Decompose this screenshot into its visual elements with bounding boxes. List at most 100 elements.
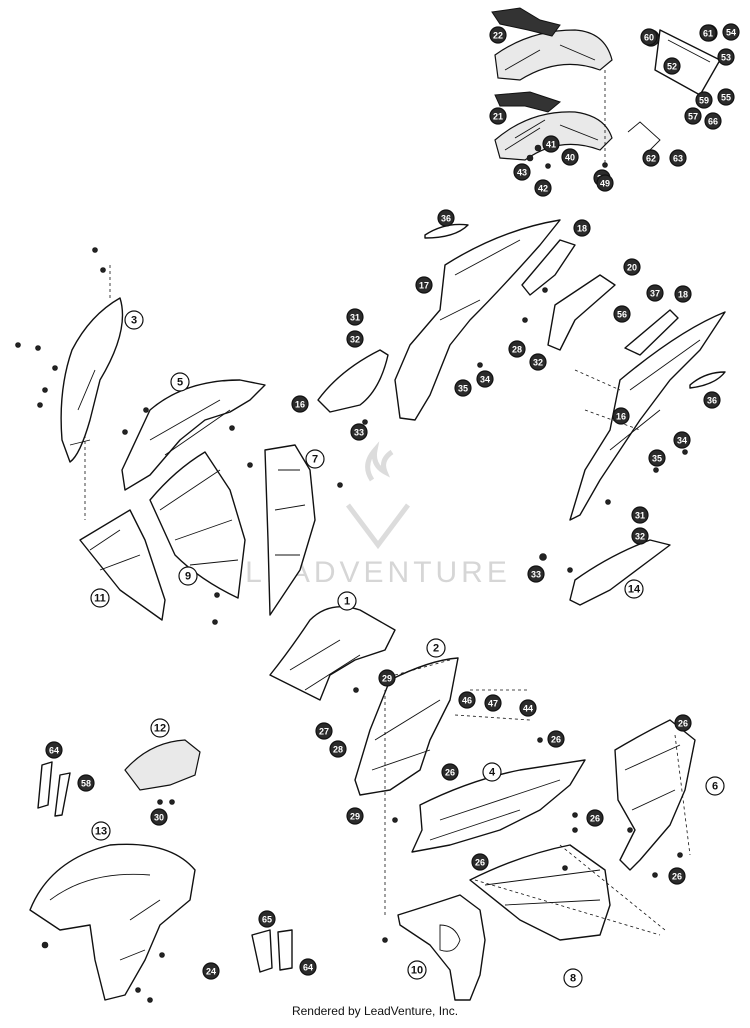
- part-5-side-panel-upper: [121, 379, 266, 491]
- callout-9: 9: [178, 566, 198, 586]
- callout-number: 43: [517, 168, 527, 178]
- callout-number: 36: [441, 214, 451, 224]
- callout-35: 35: [648, 449, 666, 467]
- callout-number: 6: [712, 781, 718, 793]
- callout-28: 28: [508, 340, 526, 358]
- callout-number: 31: [350, 313, 360, 323]
- part-1-front-cowl: [269, 606, 396, 701]
- callout-46: 46: [458, 691, 476, 709]
- callout-number: 26: [551, 735, 561, 745]
- callout-number: 33: [354, 428, 364, 438]
- callout-number: 11: [94, 593, 106, 605]
- part-16-tank-side-cover-right: [569, 311, 726, 521]
- callout-3: 3: [124, 310, 144, 330]
- callout-52: 52: [663, 57, 681, 75]
- part-6-right-lower-panel: [614, 719, 696, 871]
- part-36-decal-left: [424, 223, 469, 239]
- callout-number: 14: [628, 584, 641, 596]
- callout-57: 57: [684, 107, 702, 125]
- footer-credit: Rendered by LeadVenture, Inc.: [291, 1004, 459, 1018]
- callout-number: 65: [262, 915, 272, 925]
- callout-number: 26: [678, 719, 688, 729]
- callout-36: 36: [703, 391, 721, 409]
- callout-number: 64: [49, 746, 59, 756]
- callout-34: 34: [673, 431, 691, 449]
- callout-53: 53: [717, 48, 735, 66]
- callout-number: 27: [319, 727, 329, 737]
- callout-number: 60: [644, 33, 654, 43]
- callout-number: 52: [667, 62, 677, 72]
- callout-56: 56: [613, 305, 631, 323]
- watermark-flame-icon: [365, 441, 394, 482]
- callout-number: 47: [488, 699, 498, 709]
- callout-31: 31: [346, 308, 364, 326]
- callout-10: 10: [407, 960, 427, 980]
- part-65-strips-bottom: [251, 929, 293, 973]
- callout-55: 55: [717, 88, 735, 106]
- callout-number: 32: [533, 358, 543, 368]
- callout-40: 40: [561, 148, 579, 166]
- callout-59: 59: [695, 91, 713, 109]
- callout-number: 66: [708, 117, 718, 127]
- callout-number: 13: [95, 826, 107, 838]
- callout-number: 21: [493, 112, 503, 122]
- callout-number: 46: [462, 696, 472, 706]
- callout-66: 66: [704, 112, 722, 130]
- part-22-tail-cover: [491, 7, 613, 81]
- callout-30: 30: [150, 808, 168, 826]
- callout-number: 5: [177, 377, 183, 389]
- callout-number: 17: [419, 281, 429, 291]
- watermark-logo-icon: [346, 503, 410, 550]
- callout-number: 53: [721, 53, 731, 63]
- callout-number: 26: [672, 872, 682, 882]
- part-13-front-fender: [29, 843, 196, 1001]
- callout-21: 21: [489, 107, 507, 125]
- callout-32: 32: [631, 527, 649, 545]
- callout-number: 18: [577, 224, 587, 234]
- callout-number: 37: [650, 289, 660, 299]
- callout-36: 36: [437, 209, 455, 227]
- callout-number: 59: [699, 96, 709, 106]
- callout-number: 64: [303, 963, 313, 973]
- callout-number: 62: [646, 154, 656, 164]
- callout-number: 26: [475, 858, 485, 868]
- callout-26: 26: [441, 763, 459, 781]
- callout-number: 36: [707, 396, 717, 406]
- callout-4: 4: [482, 762, 502, 782]
- callout-33: 33: [350, 423, 368, 441]
- callout-number: 42: [538, 184, 548, 194]
- callout-63: 63: [669, 149, 687, 167]
- callout-number: 18: [678, 290, 688, 300]
- callout-number: 28: [512, 345, 522, 355]
- callout-16: 16: [291, 395, 309, 413]
- callout-44: 44: [519, 699, 537, 717]
- callout-2: 2: [426, 638, 446, 658]
- callout-number: 26: [590, 814, 600, 824]
- part-10-inner-lower-panel: [397, 894, 486, 1001]
- part-18-bracket-upper: [521, 239, 576, 296]
- callout-number: 58: [81, 779, 91, 789]
- callout-number: 10: [411, 965, 423, 977]
- callout-27: 27: [315, 722, 333, 740]
- callout-26: 26: [668, 867, 686, 885]
- part-64-strip-left: [37, 761, 53, 809]
- callout-number: 31: [635, 511, 645, 521]
- callout-number: 35: [652, 454, 662, 464]
- callout-42: 42: [534, 179, 552, 197]
- callout-labels: 1234567891011121314161617181820212224262…: [45, 23, 740, 988]
- callout-number: 34: [480, 375, 490, 385]
- callout-number: 7: [312, 454, 318, 466]
- callout-number: 44: [523, 704, 533, 714]
- callout-65: 65: [258, 910, 276, 928]
- callout-13: 13: [91, 821, 111, 841]
- callout-number: 4: [489, 767, 496, 779]
- callout-32: 32: [346, 330, 364, 348]
- callout-11: 11: [90, 588, 110, 608]
- part-14-lower-trim: [569, 539, 671, 606]
- callout-14: 14: [624, 579, 644, 599]
- part-8-belly-panel: [469, 844, 611, 941]
- part-9-side-fairing: [149, 451, 246, 599]
- callout-number: 57: [688, 112, 698, 122]
- part-58-strip: [54, 772, 71, 817]
